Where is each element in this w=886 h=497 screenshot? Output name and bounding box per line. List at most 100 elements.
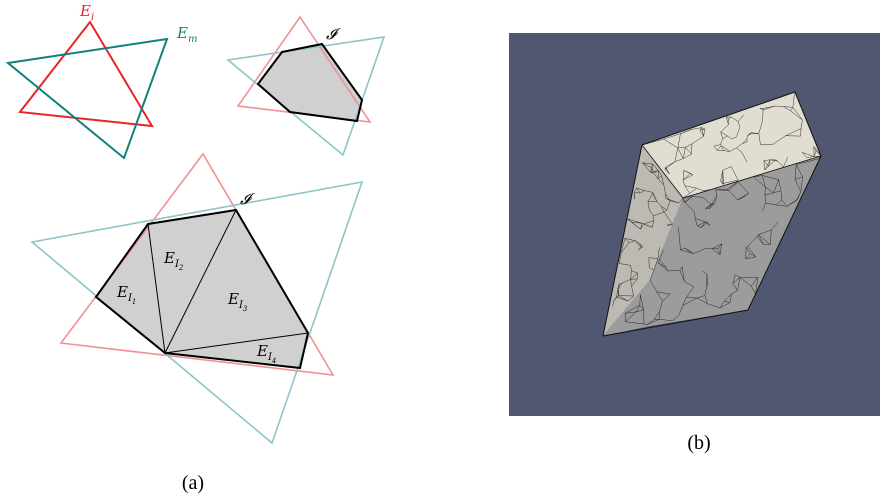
mesh-edge-line	[701, 127, 704, 137]
mesh-edge-line	[640, 190, 645, 194]
mesh-edge-line	[682, 170, 684, 181]
mesh-edge-line	[627, 295, 634, 302]
mesh-edge-line	[665, 161, 676, 169]
mesh-edge-line	[711, 243, 722, 249]
mesh-edge-line	[765, 202, 777, 206]
mesh-edge-line	[705, 221, 711, 227]
mesh-edge-line	[633, 192, 636, 197]
mesh-edge-line	[684, 196, 693, 203]
mesh-edge-line	[736, 143, 743, 149]
label-ei: Ei	[79, 2, 94, 23]
mesh-edge-line	[786, 200, 797, 207]
mesh-edge-line	[677, 226, 680, 235]
mesh-edge-line	[711, 203, 715, 205]
mesh-edge-line	[653, 211, 665, 217]
mesh-edge-line	[624, 238, 636, 241]
mesh-left-face	[603, 145, 683, 336]
mesh-edge-line	[640, 223, 645, 230]
mesh-edge-line	[706, 247, 713, 249]
mesh-edge-line	[648, 257, 650, 268]
mesh-edge-line	[646, 319, 660, 325]
mesh-edge	[641, 144, 822, 199]
mesh-edge-line	[739, 277, 752, 287]
mesh-edge-line	[715, 189, 717, 197]
mesh-edge-line	[729, 293, 732, 303]
mesh-edge-line	[656, 291, 671, 295]
mesh-edge-line	[695, 218, 706, 223]
mesh-edge-line	[794, 179, 802, 192]
mesh-edge-line	[773, 190, 782, 193]
mesh-edge-line	[617, 282, 623, 290]
mesh-edge-line	[682, 297, 687, 306]
mesh-edge-line	[682, 174, 694, 181]
mesh-edge-line	[721, 145, 724, 151]
mesh-edge-line	[783, 106, 791, 112]
mesh-edge-line	[639, 243, 641, 248]
mesh-edge-line	[684, 247, 692, 254]
mesh-edge-line	[780, 190, 783, 200]
mesh-edge-line	[630, 278, 638, 280]
mesh-edge-line	[639, 243, 643, 247]
mesh-edge-line	[763, 160, 766, 171]
mesh-edge-line	[721, 145, 730, 152]
mesh-edge-line	[745, 256, 756, 260]
mesh-edge-line	[649, 279, 658, 292]
mesh-edge-line	[709, 203, 715, 209]
mesh-edge-line	[730, 166, 739, 181]
mesh-edge-line	[636, 304, 641, 312]
mesh-edge-line	[720, 131, 723, 139]
mesh-edge-line	[657, 262, 667, 268]
mesh-edge-line	[630, 279, 632, 287]
mesh-edge-line	[684, 202, 695, 213]
mesh-edge-line	[682, 197, 686, 203]
label-e-i2: EI2	[163, 249, 184, 272]
mesh-edge-line	[625, 311, 637, 322]
mesh-edge-line	[660, 205, 665, 213]
mesh-edge-line	[636, 187, 641, 194]
mesh-edge-line	[702, 270, 708, 275]
mesh-edge-line	[638, 247, 641, 251]
mesh-edge-line	[704, 295, 708, 304]
mesh-edge-line	[759, 108, 764, 111]
mesh-edge-line	[745, 253, 751, 260]
mesh-edge-line	[727, 135, 733, 140]
mesh-edge-line	[684, 185, 690, 194]
intersection-outline-large	[94, 208, 310, 370]
mesh-edge-line	[731, 116, 739, 122]
mesh-edge-line	[653, 258, 659, 271]
mesh-front-face	[603, 156, 821, 336]
mesh-edge-line	[720, 124, 729, 133]
mesh-edge-line	[722, 166, 732, 171]
mesh-edge-line	[663, 184, 666, 194]
mesh-edge-line	[785, 128, 802, 136]
mesh-edge-line	[624, 238, 630, 243]
mesh-edge-line	[639, 304, 644, 311]
mesh-edge-line	[651, 167, 654, 174]
mesh-edge-line	[652, 193, 658, 202]
mesh-outline	[602, 91, 822, 337]
mesh-edge-line	[683, 170, 691, 174]
mesh-edge-line	[726, 116, 729, 125]
mesh-edge-line	[654, 311, 660, 320]
mesh-edge-line	[678, 197, 684, 204]
mesh-edge-line	[742, 141, 748, 144]
mesh-edge-line	[619, 282, 623, 285]
label-e-i1: EI1	[116, 283, 136, 306]
mesh-edge-line	[642, 162, 653, 169]
mesh-edge-line	[657, 175, 662, 179]
mesh-edge-line	[691, 143, 693, 155]
mesh-edge-line	[751, 277, 759, 287]
mesh-edge-line	[745, 247, 751, 254]
mesh-edge-line	[737, 181, 749, 194]
label-e-i4: EI4	[256, 342, 276, 365]
mesh-edge-line	[728, 190, 738, 201]
mesh-edge-line	[631, 221, 641, 230]
mesh-edge-line	[800, 177, 803, 192]
mesh-edge-line	[659, 259, 667, 268]
mesh-edge-line	[790, 110, 803, 121]
mesh-edge-line	[763, 159, 771, 161]
mesh-edge-line	[656, 201, 662, 207]
mesh-edge-line	[745, 246, 748, 248]
mesh-edge-line	[686, 286, 694, 298]
mesh-edge-line	[682, 193, 690, 199]
